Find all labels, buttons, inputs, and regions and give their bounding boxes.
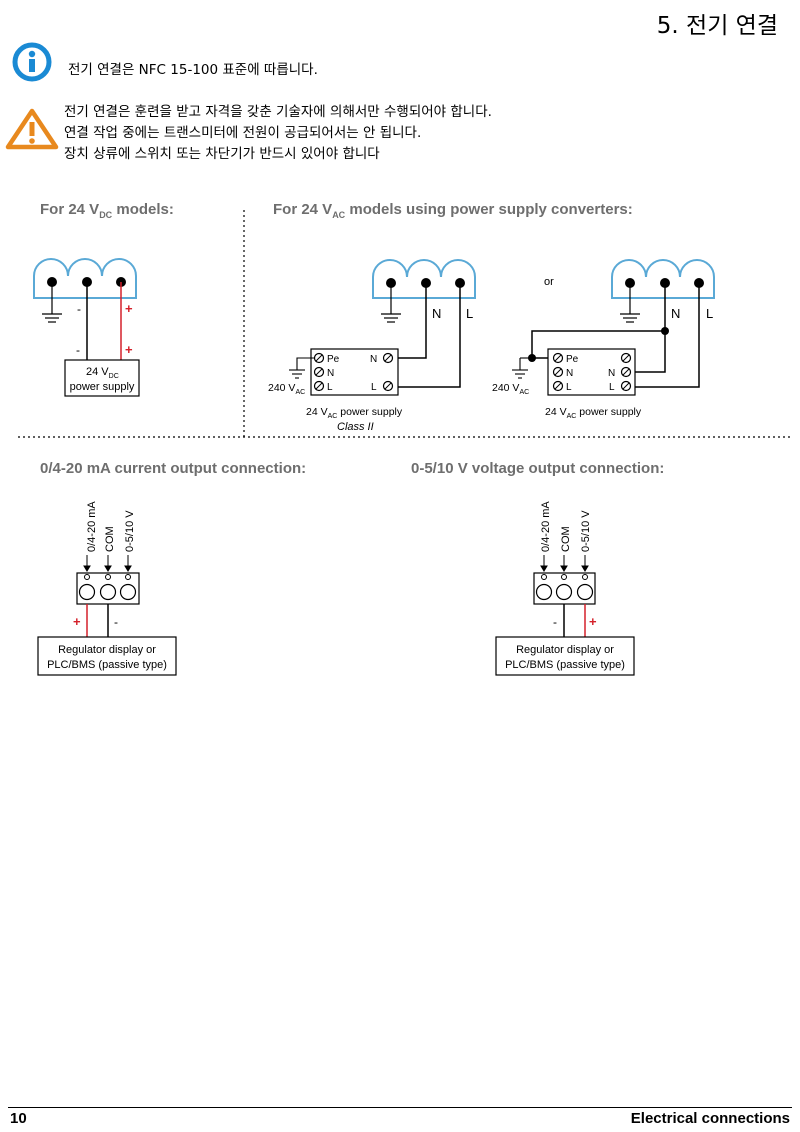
svg-text:L: L [706, 306, 713, 321]
warning-line: 연결 작업 중에는 트랜스미터에 전원이 공급되어서는 안 됩니다. [64, 125, 422, 141]
svg-text:L: L [327, 382, 333, 393]
class-ii-label: Class II [337, 421, 374, 433]
ac-diagram-earthed: N L Pe N L N L 240 VAC 24 VAC power supp… [492, 259, 715, 420]
svg-text:Pe: Pe [327, 354, 340, 365]
svg-text:0/4-20 mA: 0/4-20 mA [86, 501, 98, 552]
svg-text:PLC/BMS (passive type): PLC/BMS (passive type) [47, 659, 167, 671]
svg-text:N: N [608, 368, 615, 379]
warning-note: 전기 연결은 훈련을 받고 자격을 갖춘 기술자에 의해서만 수행되어야 합니다… [64, 102, 492, 165]
dc-diagram: - + - + 24 VDC power supply [33, 258, 140, 397]
dc-section-heading: For 24 VDC models: [40, 201, 174, 220]
voltage-output-heading: 0-5/10 V voltage output connection: [411, 460, 665, 477]
wiring-diagrams: - + - + 24 VDC power supply N L Pe N [18, 210, 792, 676]
warning-icon [5, 108, 59, 150]
ac-diagram-class-ii: N L Pe N L N L 240 VAC 24 VAC power supp… [268, 259, 476, 433]
svg-text:N: N [370, 354, 377, 365]
svg-text:N: N [566, 368, 573, 379]
plus-label: + [125, 301, 133, 316]
or-label: or [544, 276, 554, 288]
page-number: 10 [10, 1110, 27, 1127]
svg-text:L: L [371, 382, 377, 393]
regulator-box [495, 636, 635, 676]
regulator-box [37, 636, 177, 676]
minus-label: - [77, 302, 81, 316]
ac-section-heading: For 24 VAC models using power supply con… [273, 201, 633, 220]
svg-text:-: - [553, 615, 557, 629]
plus-label: + [125, 342, 133, 357]
voltage-output-diagram: 0/4-20 mA COM 0-5/10 V - + Regulator dis… [495, 501, 635, 676]
svg-text:PLC/BMS (passive type): PLC/BMS (passive type) [505, 659, 625, 671]
psu-voltage-label: 24 VDC [86, 366, 119, 380]
svg-text:+: + [73, 614, 81, 629]
svg-text:Regulator display or: Regulator display or [516, 644, 614, 656]
warning-line: 장치 상류에 스위치 또는 차단기가 반드시 있어야 합니다 [64, 146, 380, 162]
l-label: L [466, 306, 473, 321]
svg-text:24 VAC power supply: 24 VAC power supply [545, 406, 642, 420]
page-title: 5. 전기 연결 [656, 13, 778, 39]
psu-label: 24 VAC power supply [306, 406, 403, 420]
svg-text:-: - [114, 615, 118, 629]
svg-text:Pe: Pe [566, 354, 579, 365]
warning-line: 전기 연결은 훈련을 받고 자격을 갖춘 기술자에 의해서만 수행되어야 합니다… [64, 104, 492, 120]
psu-label: power supply [70, 381, 135, 393]
dc-power-supply-box [64, 359, 140, 397]
svg-text:+: + [589, 614, 597, 629]
svg-text:0-5/10 V: 0-5/10 V [580, 510, 592, 552]
n-label: N [432, 306, 441, 321]
footer-rule [8, 1107, 792, 1108]
input-voltage-label: 240 VAC [268, 382, 305, 396]
info-note: 전기 연결은 NFC 15-100 표준에 따릅니다. [68, 62, 318, 78]
svg-text:COM: COM [104, 526, 116, 552]
minus-label: - [76, 343, 80, 357]
current-output-diagram: 0/4-20 mA COM 0-5/10 V + - Regulator dis… [37, 501, 177, 676]
svg-text:N: N [671, 306, 680, 321]
svg-text:240 VAC: 240 VAC [492, 382, 529, 396]
svg-text:COM: COM [560, 526, 572, 552]
info-icon [12, 42, 52, 82]
current-output-heading: 0/4-20 mA current output connection: [40, 460, 307, 477]
svg-text:0/4-20 mA: 0/4-20 mA [540, 501, 552, 552]
svg-text:L: L [609, 382, 615, 393]
svg-text:L: L [566, 382, 572, 393]
svg-text:Regulator display or: Regulator display or [58, 644, 156, 656]
footer-section-name: Electrical connections [630, 1110, 790, 1127]
svg-text:N: N [327, 368, 334, 379]
svg-text:0-5/10 V: 0-5/10 V [124, 510, 136, 552]
